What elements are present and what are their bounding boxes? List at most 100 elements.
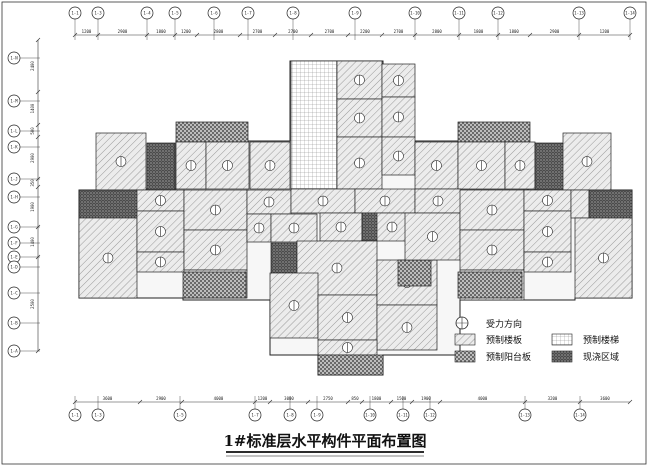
bottom-dimension-label: 1500: [397, 396, 407, 401]
top-axis-bubble: 1-14: [623, 6, 637, 40]
legend-cast-in-place: 现浇区域: [551, 350, 619, 363]
bottom-axis-bubble-label: 1-5: [176, 413, 184, 418]
cast-in-place-zone: [270, 242, 298, 274]
left-axis-group: 1-N1-M1-L1-K1-J1-H1-G1-F1-E1-D1-C1-B1-A: [7, 51, 40, 358]
precast-stair: [290, 60, 338, 190]
top-dimension-label: 1200: [600, 29, 610, 34]
left-axis-bubble-label: 1-D: [10, 265, 18, 270]
slab-panel: [381, 136, 416, 176]
top-axis-bubble-label: 1-3: [94, 11, 102, 16]
bottom-axis-bubble-label: 1-10: [365, 413, 375, 418]
balcony-panel: [175, 121, 249, 143]
left-axis-bubble-label: 1-K: [10, 145, 18, 150]
bottom-axis-bubble: 1-3: [91, 396, 105, 422]
slab-panel: [336, 98, 383, 138]
bottom-axis-bubble-label: 1-7: [251, 413, 259, 418]
slab-panel: [570, 189, 590, 219]
slab-panel: [523, 251, 572, 273]
slab-panel: [183, 229, 248, 271]
left-dimension-label: 350: [30, 179, 35, 187]
legend-precast-balcony: 预制阳台板: [454, 350, 531, 363]
bottom-axis-bubble-label: 1-11: [398, 413, 408, 418]
legend-cast-in-place-label: 现浇区域: [583, 351, 619, 363]
slab-panel: [562, 132, 612, 191]
slab-panel: [246, 189, 292, 215]
slab-panel: [523, 189, 572, 212]
legend-force-direction-label: 受力方向: [486, 318, 522, 330]
top-axis-bubble-label: 1-14: [625, 11, 635, 16]
left-axis-bubble-label: 1-M: [10, 99, 18, 104]
slab-panel: [269, 272, 319, 339]
bottom-dimension-label: 3200: [548, 396, 558, 401]
bottom-axis-bubble-label: 1-1: [71, 413, 79, 418]
left-dimension-label: 1400: [30, 103, 35, 113]
balcony-panel: [182, 271, 247, 299]
bottom-axis-bubble: 1-5: [173, 396, 187, 422]
left-axis-bubble-label: 1-G: [10, 225, 18, 230]
balcony-panel: [397, 259, 432, 287]
balcony-panel: [457, 121, 531, 143]
bottom-axis-bubble: 1-12: [423, 396, 437, 422]
left-axis-bubble-label: 1-C: [10, 291, 18, 296]
slab-panel: [336, 136, 383, 190]
top-axis-bubble: 1-9: [348, 6, 362, 40]
bottom-dimension-label: 4000: [214, 396, 224, 401]
slab-panel: [574, 217, 633, 299]
top-axis-bubble: 1-10: [408, 6, 422, 40]
slab-panel: [381, 63, 416, 98]
slab-panel: [175, 141, 207, 190]
top-dimension-label: 2800: [432, 29, 442, 34]
slab-panel: [414, 141, 459, 190]
bottom-dimension-label: 1200: [258, 396, 268, 401]
bottom-dimension-label: 2750: [323, 396, 333, 401]
left-axis-bubble: 1-K: [7, 140, 40, 154]
bottom-dimension-label: 1800: [372, 396, 382, 401]
slab-panel: [404, 212, 461, 261]
left-axis-bubble: 1-L: [7, 124, 40, 138]
slab-panel: [136, 189, 185, 212]
slab-panel: [78, 217, 138, 299]
left-axis-bubble-label: 1-L: [10, 129, 18, 134]
legend-force-direction: 受力方向: [455, 316, 522, 330]
top-dimension-label: 2700: [288, 29, 298, 34]
bottom-axis-bubble: 1-11: [396, 396, 410, 422]
slab-panel: [136, 210, 185, 253]
drawing-title: 1#标准层水平构件平面布置图: [223, 432, 426, 450]
top-dimension-label: 2900: [550, 29, 560, 34]
bottom-axis-bubble: 1-8: [283, 396, 297, 422]
bottom-axis-bubble: 1-13: [518, 396, 532, 422]
slab-panel: [317, 339, 378, 356]
slab-panel: [354, 188, 416, 214]
top-axis-bubble: 1-11: [452, 6, 466, 40]
legend-precast-balcony-label: 预制阳台板: [486, 351, 531, 363]
slab-panel: [95, 132, 147, 191]
left-axis-bubble: 1-B: [7, 316, 40, 330]
left-axis-bubble: 1-F: [7, 236, 40, 250]
top-axis-bubble: 1-12: [491, 6, 505, 40]
legend-precast-stair-label: 预制楼梯: [583, 334, 619, 346]
top-axis-bubble-label: 1-13: [574, 11, 584, 16]
left-axis-bubble-label: 1-H: [10, 195, 18, 200]
top-axis-bubble: 1-3: [91, 6, 105, 40]
slab-panel: [317, 294, 378, 341]
top-dimension-label: 2700: [253, 29, 263, 34]
top-axis-bubble: 1-13: [572, 6, 586, 40]
top-dimension-label: 2200: [360, 29, 370, 34]
left-axis-bubble: 1-H: [7, 190, 40, 204]
top-axis-bubble-label: 1-10: [410, 11, 420, 16]
bottom-axis-bubble-label: 1-3: [94, 413, 102, 418]
left-axis-bubble: 1-C: [7, 286, 40, 300]
top-axis-bubble: 1-4: [140, 6, 154, 40]
top-dimension-label: 1800: [156, 29, 166, 34]
slab-panel: [336, 60, 383, 100]
left-axis-bubble: 1-D: [7, 260, 40, 274]
left-axis-bubble-label: 1-J: [10, 177, 17, 182]
cast-in-place-zone: [588, 189, 633, 219]
left-axis-bubble: 1-N: [7, 51, 40, 65]
